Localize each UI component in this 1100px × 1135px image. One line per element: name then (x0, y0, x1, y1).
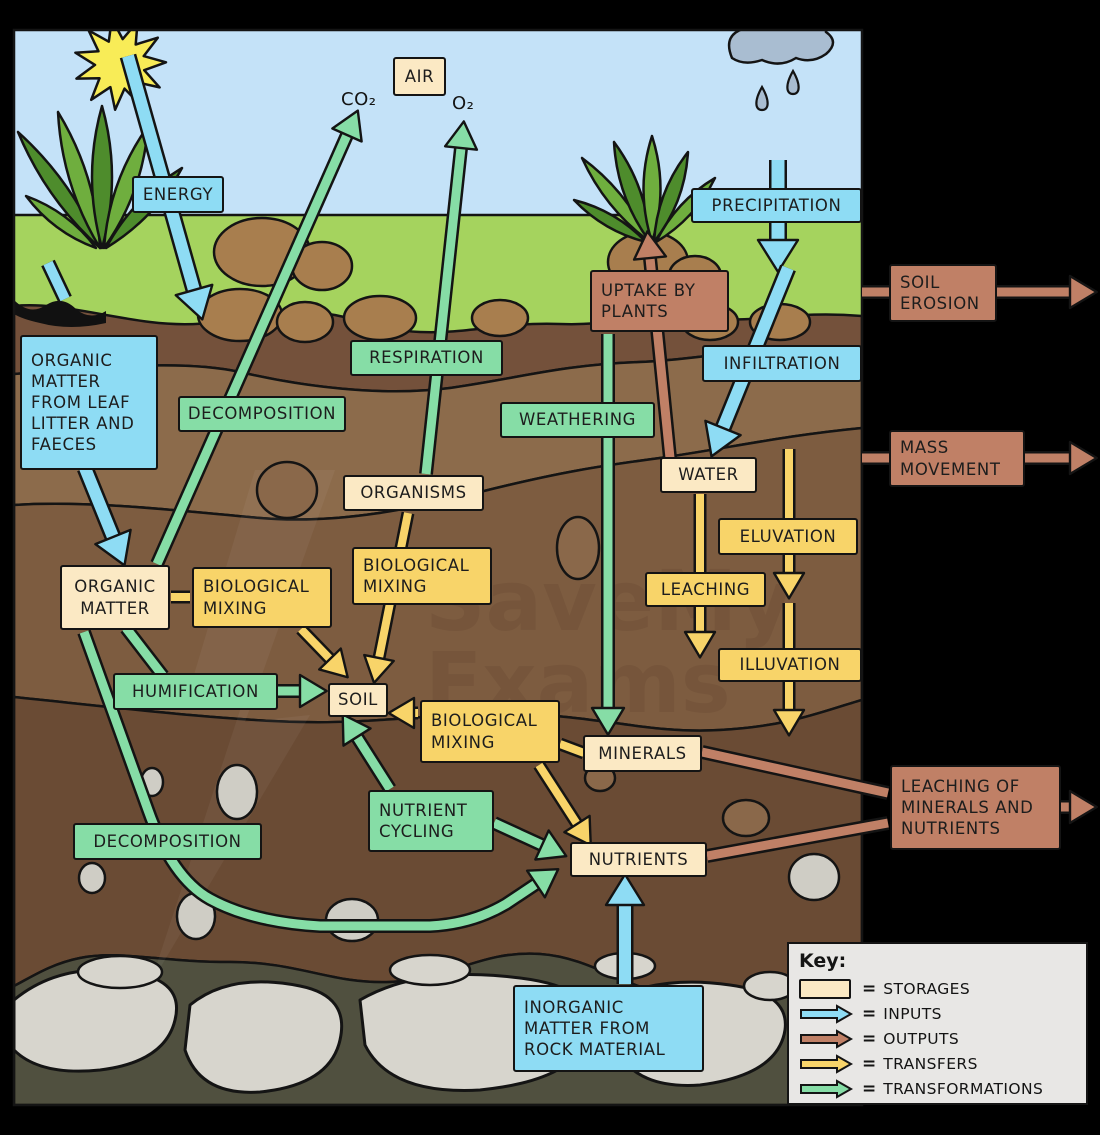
box-uptake-by-plants: UPTAKE BY PLANTS (590, 270, 729, 332)
box-decomposition-lower: DECOMPOSITION (73, 823, 262, 860)
box-inorganic-matter-from-rock: INORGANIC MATTER FROM ROCK MATERIAL (513, 985, 704, 1072)
key-row-inputs: = INPUTS (799, 1001, 1076, 1026)
key-title: Key: (799, 950, 847, 972)
key-row-transformations: = TRANSFORMATIONS (799, 1076, 1076, 1101)
box-mass-movement: MASS MOVEMENT (889, 430, 1025, 487)
box-soil: SOIL (328, 683, 388, 717)
box-soil-erosion: SOIL EROSION (889, 264, 997, 322)
box-biological-mixing-1: BIOLOGICAL MIXING (192, 567, 332, 628)
key-row-storages: = STORAGES (799, 976, 1076, 1001)
key-panel: Key: = STORAGES = INPUTS = OUTPUTS = TRA… (787, 942, 1088, 1105)
box-minerals: MINERALS (583, 735, 702, 772)
input-arrow-icon (799, 1003, 855, 1024)
label-co2: CO₂ (341, 89, 377, 110)
transfer-arrow-icon (799, 1053, 855, 1074)
box-energy: ENERGY (132, 176, 224, 213)
box-infiltration: INFILTRATION (702, 345, 862, 382)
box-precipitation: PRECIPITATION (691, 188, 862, 223)
box-eluvation: ELUVATION (718, 518, 858, 555)
box-leaching-of-minerals-and-nutrients: LEACHING OF MINERALS AND NUTRIENTS (890, 765, 1061, 850)
box-organisms: ORGANISMS (343, 475, 484, 511)
box-water: WATER (660, 457, 757, 493)
box-biological-mixing-2: BIOLOGICAL MIXING (352, 547, 492, 605)
storage-swatch-icon (799, 978, 855, 999)
box-biological-mixing-3: BIOLOGICAL MIXING (420, 700, 560, 763)
box-illuvation: ILLUVATION (718, 648, 862, 682)
box-organic-matter: ORGANIC MATTER (60, 565, 170, 630)
key-row-transfers: = TRANSFERS (799, 1051, 1076, 1076)
box-decomposition-upper: DECOMPOSITION (178, 396, 346, 432)
box-air: AIR (393, 57, 446, 96)
plant-left (16, 104, 184, 250)
box-nutrients: NUTRIENTS (570, 842, 707, 877)
sun-icon (74, 30, 168, 111)
transformation-arrow-icon (799, 1078, 855, 1099)
raindrop-icon (755, 84, 769, 112)
box-weathering: WEATHERING (500, 402, 655, 438)
box-nutrient-cycling: NUTRIENT CYCLING (368, 790, 494, 852)
label-o2: O₂ (452, 93, 475, 114)
raindrop-icon (786, 68, 800, 96)
output-arrow-icon (799, 1028, 855, 1049)
box-leaching: LEACHING (645, 572, 766, 607)
box-humification: HUMIFICATION (113, 673, 278, 710)
key-row-outputs: = OUTPUTS (799, 1026, 1076, 1051)
box-respiration: RESPIRATION (350, 340, 503, 376)
box-organic-matter-from-leaf-litter: ORGANIC MATTER FROM LEAF LITTER AND FAEC… (20, 335, 158, 470)
rain-cloud-icon (727, 30, 835, 112)
